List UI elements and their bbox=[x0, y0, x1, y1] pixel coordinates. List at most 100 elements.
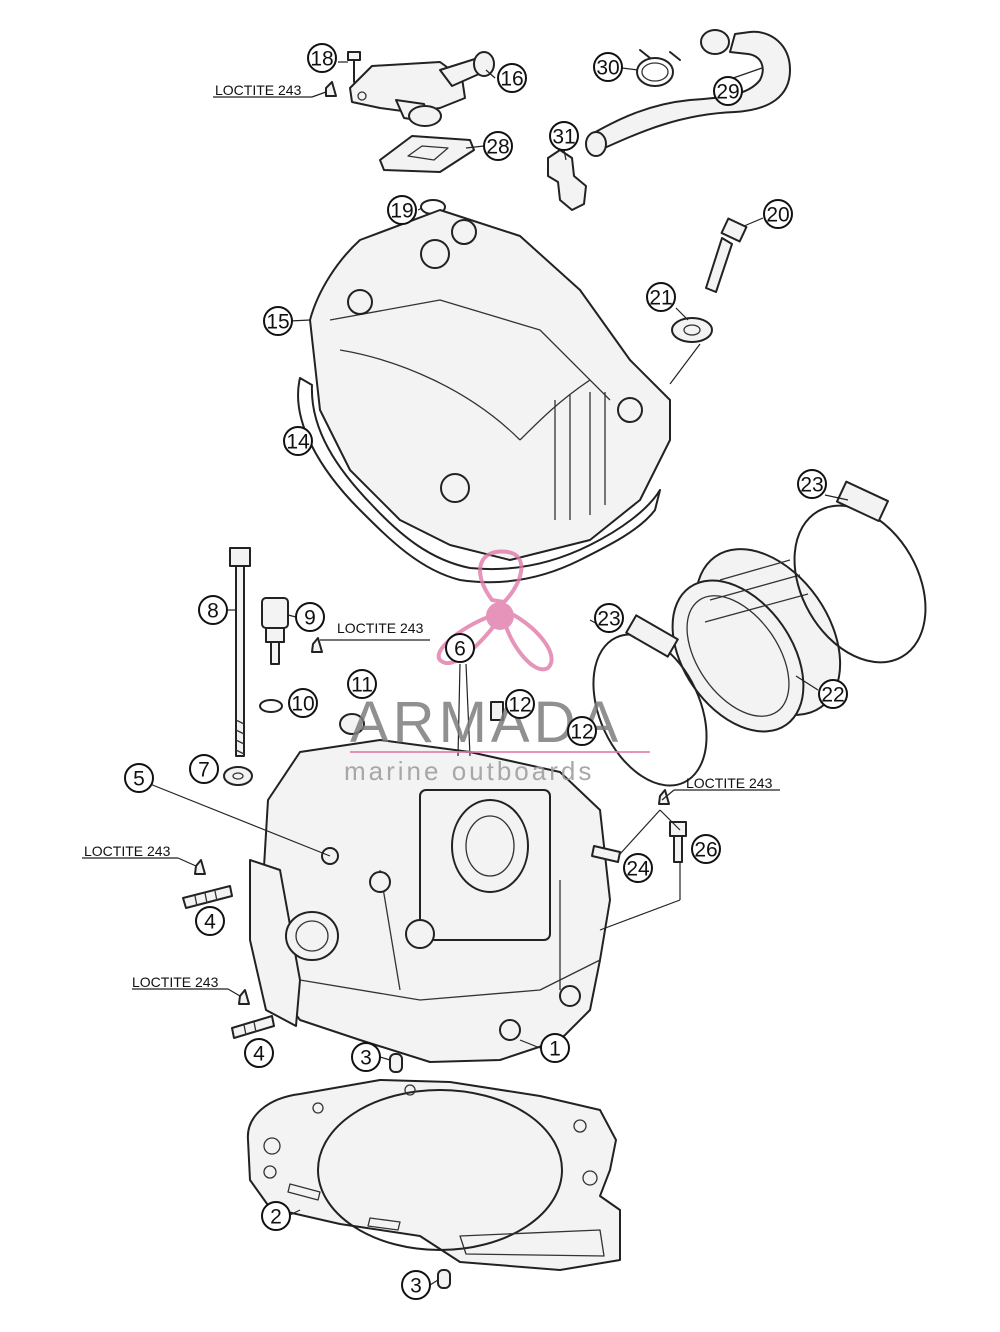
callout-28: 28 bbox=[483, 131, 513, 161]
svg-text:10: 10 bbox=[291, 693, 314, 716]
svg-text:4: 4 bbox=[204, 911, 216, 934]
dowel-pin-3-lower bbox=[437, 1269, 451, 1289]
callout-18: 18 bbox=[307, 43, 337, 73]
svg-text:1: 1 bbox=[549, 1038, 561, 1061]
svg-text:16: 16 bbox=[500, 68, 523, 91]
svg-text:31: 31 bbox=[552, 126, 575, 149]
callout-3b: 3 bbox=[401, 1270, 431, 1300]
callout-22: 22 bbox=[818, 679, 848, 709]
callout-26: 26 bbox=[691, 834, 721, 864]
callout-23b: 23 bbox=[594, 603, 624, 633]
callout-30: 30 bbox=[593, 52, 623, 82]
stud-4-upper bbox=[182, 885, 233, 909]
bolt-20 bbox=[705, 217, 748, 293]
loctite-note-3: LOCTITE 243 bbox=[686, 775, 773, 791]
head-gasket bbox=[246, 1079, 621, 1271]
propeller-logo bbox=[436, 549, 554, 672]
callout-21: 21 bbox=[646, 282, 676, 312]
fitting-24 bbox=[591, 845, 621, 863]
leader-lines bbox=[82, 61, 849, 1286]
svg-text:8: 8 bbox=[207, 600, 219, 623]
callout-4b: 4 bbox=[244, 1038, 274, 1068]
callout-10: 10 bbox=[288, 688, 318, 718]
svg-text:22: 22 bbox=[821, 684, 844, 707]
svg-text:24: 24 bbox=[626, 858, 650, 881]
callout-31: 31 bbox=[549, 121, 579, 151]
callout-11: 11 bbox=[347, 669, 377, 699]
connector-31 bbox=[547, 149, 587, 211]
svg-text:12: 12 bbox=[570, 721, 593, 744]
svg-text:21: 21 bbox=[649, 287, 672, 310]
callout-1: 1 bbox=[540, 1033, 570, 1063]
washer-7 bbox=[223, 766, 253, 786]
callout-19: 19 bbox=[387, 195, 417, 225]
svg-text:20: 20 bbox=[766, 204, 789, 227]
svg-text:4: 4 bbox=[253, 1043, 265, 1066]
sensor-9 bbox=[261, 597, 289, 665]
callout-12a: 12 bbox=[505, 689, 535, 719]
svg-text:28: 28 bbox=[486, 136, 509, 159]
valve-cover-gasket bbox=[297, 377, 661, 584]
bolt-26 bbox=[669, 821, 687, 863]
intake-manifold bbox=[671, 548, 842, 733]
watermark-tagline: marine outboards bbox=[344, 756, 594, 786]
callout-23a: 23 bbox=[797, 469, 827, 499]
callout-12b: 12 bbox=[567, 716, 597, 746]
svg-text:14: 14 bbox=[286, 431, 310, 454]
washer-21 bbox=[671, 317, 713, 343]
callout-8: 8 bbox=[198, 595, 228, 625]
cylinder-head bbox=[249, 739, 611, 1063]
callout-29: 29 bbox=[713, 76, 743, 106]
stud-4-lower bbox=[231, 1015, 275, 1039]
callout-4a: 4 bbox=[195, 906, 225, 936]
callout-16: 16 bbox=[497, 63, 527, 93]
callout-9: 9 bbox=[295, 602, 325, 632]
bolt-18 bbox=[347, 51, 361, 83]
watermark: ARMADA marine outboards bbox=[344, 549, 650, 786]
clamp-30 bbox=[636, 49, 681, 87]
svg-text:2: 2 bbox=[270, 1206, 282, 1229]
dowel-pin-3-upper bbox=[389, 1053, 403, 1073]
svg-text:12: 12 bbox=[508, 694, 531, 717]
callout-20: 20 bbox=[763, 199, 793, 229]
loctite-note-5: LOCTITE 243 bbox=[132, 974, 219, 990]
svg-text:9: 9 bbox=[304, 607, 316, 630]
svg-text:11: 11 bbox=[351, 674, 373, 697]
svg-text:6: 6 bbox=[454, 638, 466, 661]
svg-text:5: 5 bbox=[133, 768, 145, 791]
callout-7: 7 bbox=[189, 754, 219, 784]
callout-24: 24 bbox=[623, 853, 653, 883]
callout-3a: 3 bbox=[351, 1042, 381, 1072]
loctite-note-2: LOCTITE 243 bbox=[337, 620, 424, 636]
callout-14: 14 bbox=[283, 426, 313, 456]
svg-text:23: 23 bbox=[597, 608, 620, 631]
gasket-28 bbox=[379, 135, 475, 173]
svg-text:3: 3 bbox=[360, 1047, 372, 1070]
hose-29 bbox=[585, 29, 791, 157]
svg-text:18: 18 bbox=[310, 48, 333, 71]
svg-text:29: 29 bbox=[716, 81, 739, 104]
svg-text:3: 3 bbox=[410, 1275, 422, 1298]
callout-5: 5 bbox=[124, 763, 154, 793]
callout-6: 6 bbox=[445, 633, 475, 663]
svg-text:23: 23 bbox=[800, 474, 823, 497]
valve-cover bbox=[309, 209, 671, 561]
screw-marks bbox=[194, 81, 670, 1005]
svg-text:19: 19 bbox=[390, 200, 413, 223]
spacer-11 bbox=[339, 713, 365, 735]
callouts: 1 2 3 3 4 4 5 6 7 8 9 10 11 12 12 14 15 … bbox=[124, 43, 848, 1300]
svg-text:7: 7 bbox=[198, 759, 210, 782]
o-ring-10 bbox=[259, 699, 283, 713]
bolt-8 bbox=[229, 547, 251, 757]
callout-15: 15 bbox=[263, 306, 293, 336]
svg-text:26: 26 bbox=[694, 839, 717, 862]
pin-12 bbox=[490, 701, 504, 721]
callout-2: 2 bbox=[261, 1201, 291, 1231]
svg-text:15: 15 bbox=[266, 311, 289, 334]
loctite-note-4: LOCTITE 243 bbox=[84, 843, 171, 859]
clamp-23-inner bbox=[592, 614, 708, 787]
loctite-note-1: LOCTITE 243 bbox=[215, 82, 302, 98]
svg-text:30: 30 bbox=[596, 57, 619, 80]
thermostat-housing bbox=[349, 51, 495, 127]
